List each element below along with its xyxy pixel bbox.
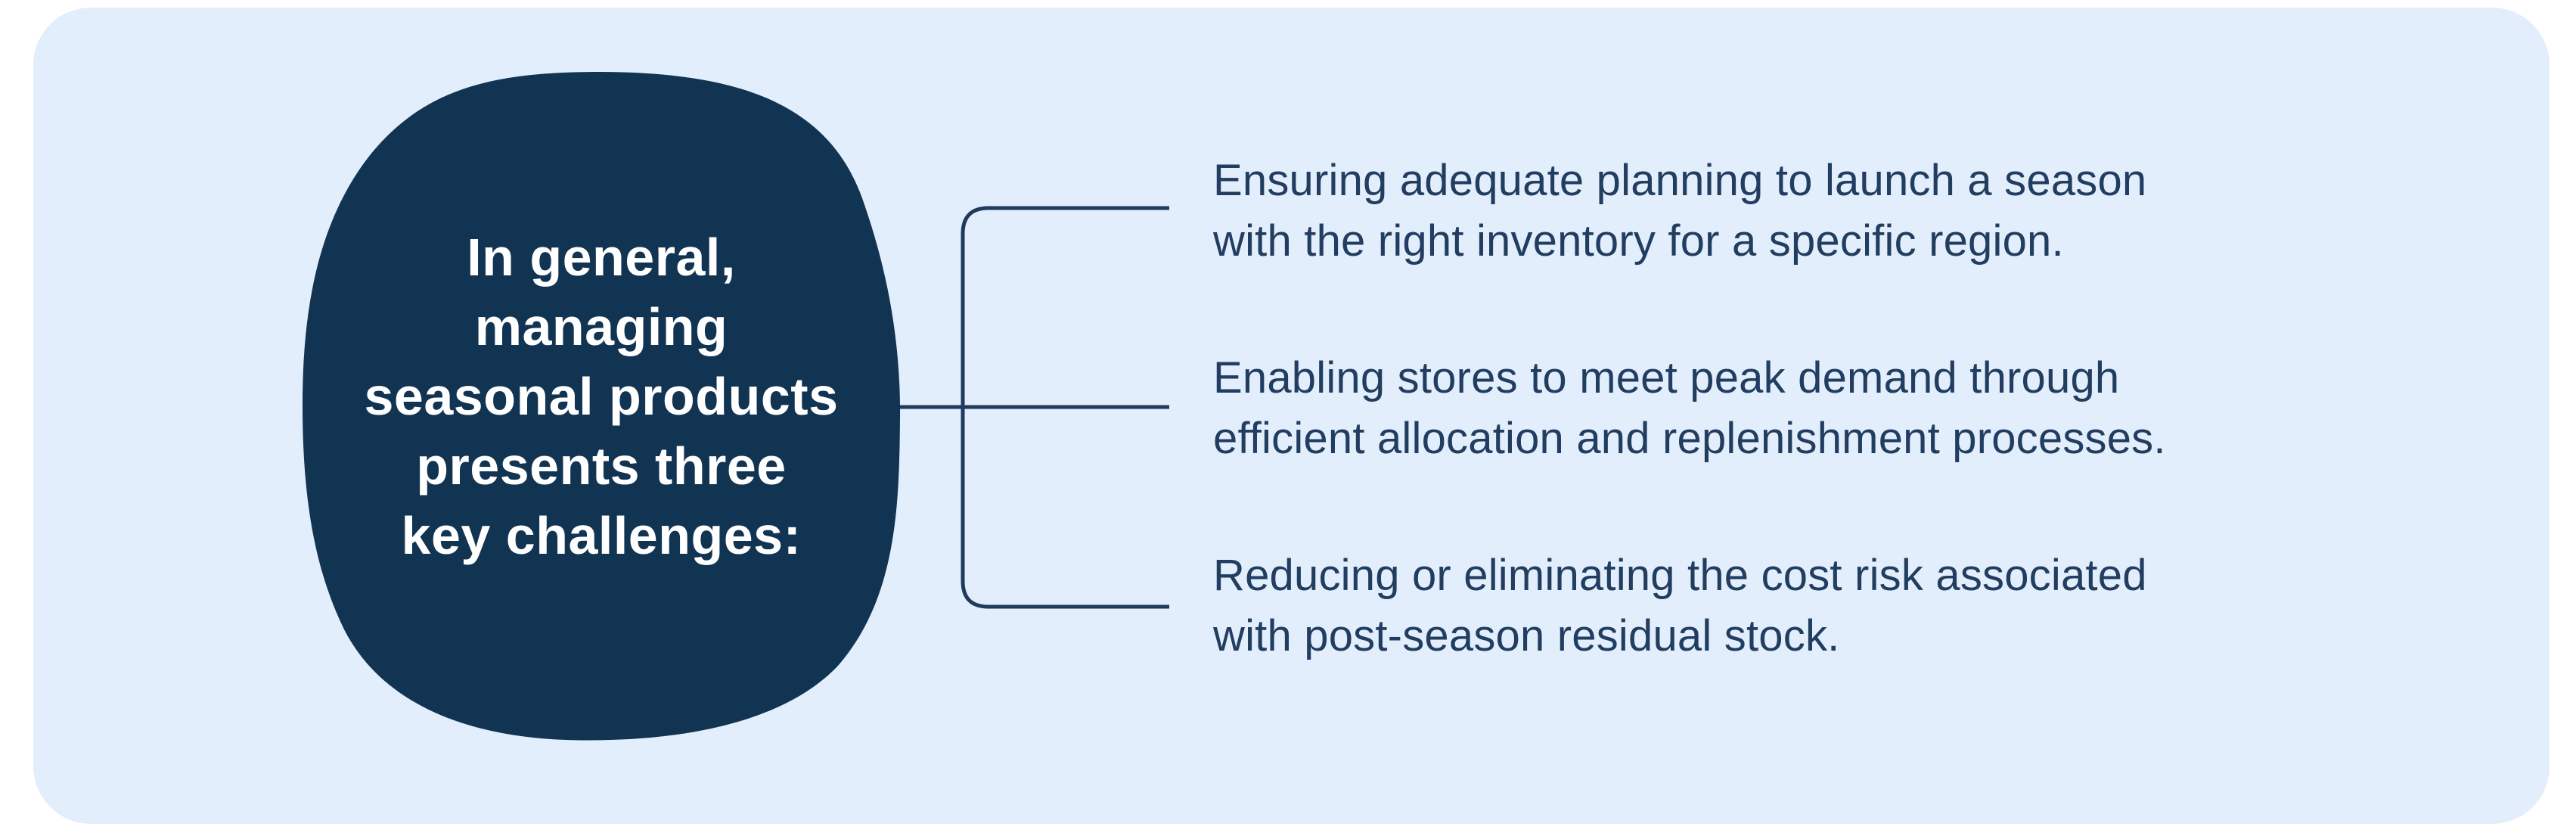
challenge-item-residual-stock: Reducing or eliminating the cost risk as… — [1213, 545, 2147, 667]
blob-title-line: In general, — [467, 228, 736, 287]
item-line: Reducing or eliminating the cost risk as… — [1213, 551, 2147, 600]
blob-title-line: presents three — [416, 437, 787, 496]
challenge-item-planning: Ensuring adequate planning to launch a s… — [1213, 151, 2146, 272]
item-line: Enabling stores to meet peak demand thro… — [1213, 353, 2120, 402]
blob-title-line: managing — [474, 297, 728, 356]
blob-title: In general, managing seasonal products p… — [337, 222, 866, 570]
item-line: efficient allocation and replenishment p… — [1213, 414, 2166, 463]
challenge-item-peak-demand: Enabling stores to meet peak demand thro… — [1213, 348, 2166, 469]
item-line: Ensuring adequate planning to launch a s… — [1213, 156, 2147, 205]
item-line: with post-season residual stock. — [1213, 611, 1840, 660]
challenge-blob-shape — [303, 72, 901, 741]
blob-title-line: key challenges: — [401, 506, 802, 565]
blob-title-line: seasonal products — [364, 367, 839, 426]
item-line: with the right inventory for a specific … — [1213, 216, 2064, 266]
